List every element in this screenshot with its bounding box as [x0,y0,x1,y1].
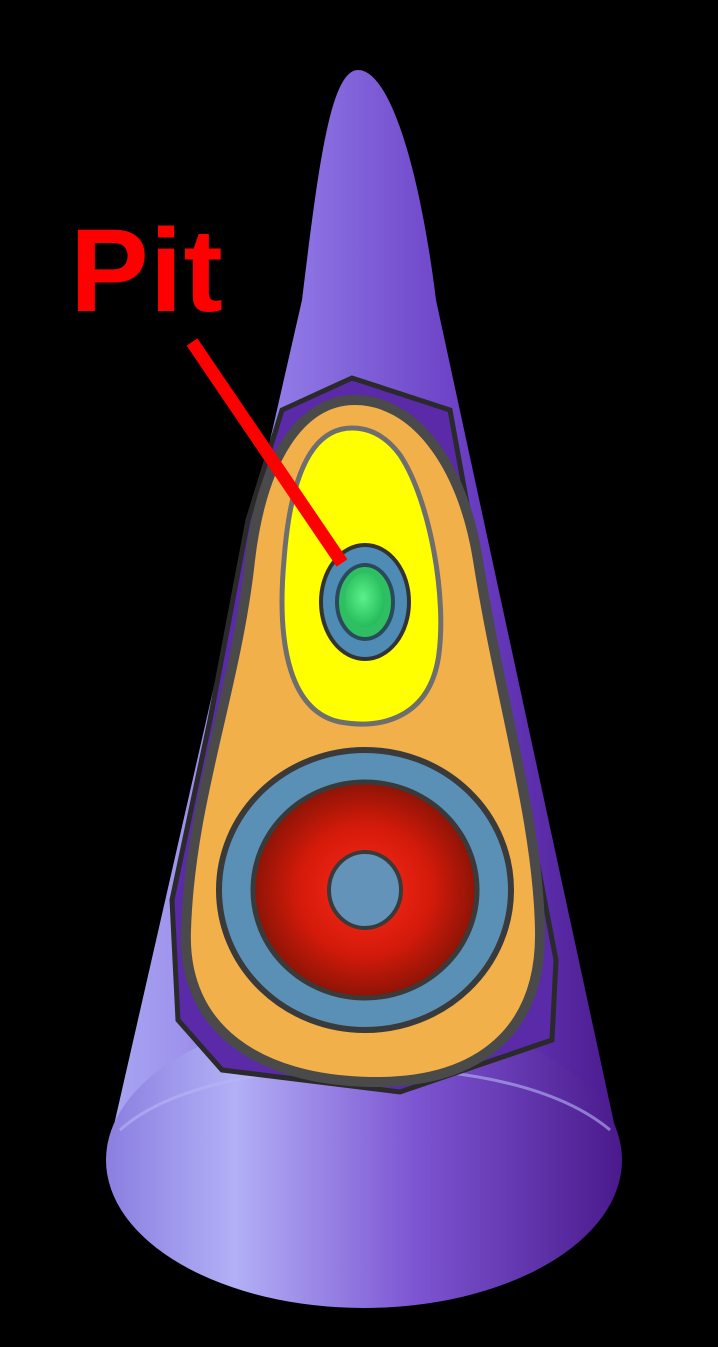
pit-center [345,573,385,627]
pit-label: Pit [70,212,224,330]
lower-center [329,852,401,928]
